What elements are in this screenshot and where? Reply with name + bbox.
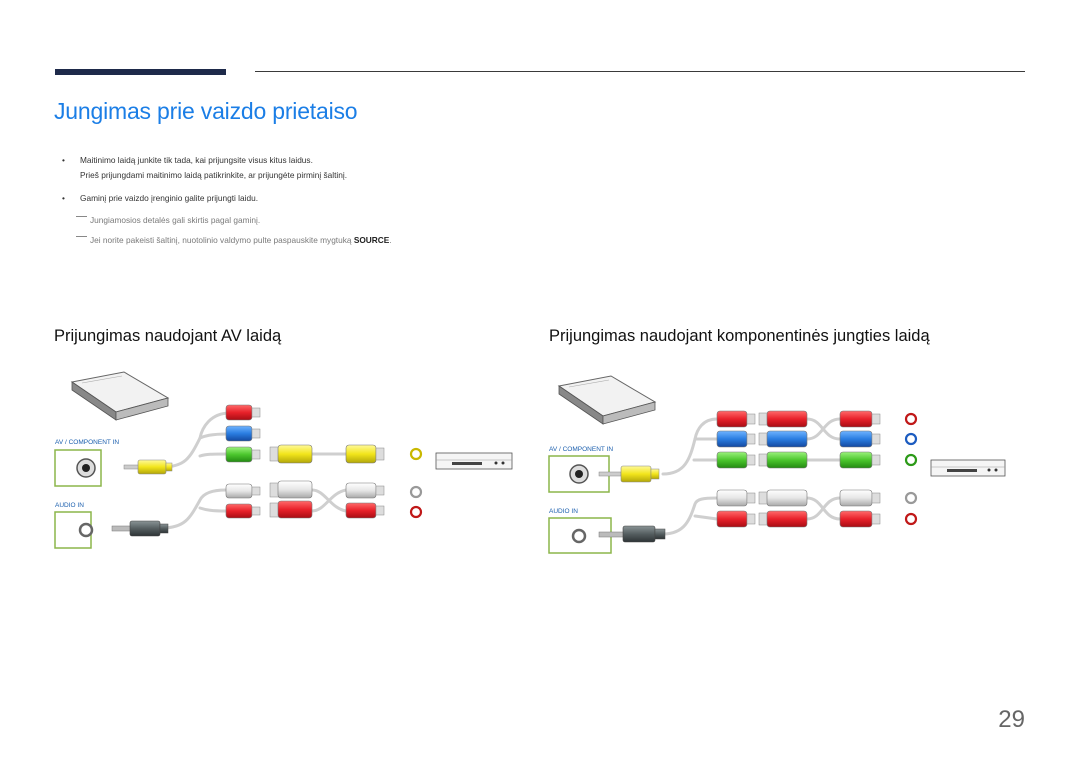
bullet-continuation: Prieš prijungdami maitinimo laidą patikr… — [80, 170, 347, 180]
plug-column-2 — [269, 444, 313, 519]
port-label-av: AV / COMPONENT IN — [549, 446, 613, 453]
header-accent-bar — [55, 69, 226, 75]
plug-column-1 — [225, 404, 261, 519]
note-text: Jei norite pakeisti šaltinį, nuotolinio … — [90, 235, 354, 245]
port-label-audio: AUDIO IN — [549, 508, 578, 515]
rca-plug-icon — [598, 465, 660, 483]
bullet-text: Maitinimo laidą junkite tik tada, kai pr… — [80, 155, 313, 165]
dvd-player-icon — [435, 452, 513, 470]
plug-column-3 — [345, 444, 385, 519]
section-heading-av: Prijungimas naudojant AV laidą — [54, 327, 282, 345]
component-connection-diagram: AV / COMPONENT IN AUDIO IN — [548, 375, 1006, 554]
bullet-item: Maitinimo laidą junkite tik tada, kai pr… — [62, 153, 347, 168]
bullet-list: Maitinimo laidą junkite tik tada, kai pr… — [62, 153, 347, 206]
monitor-box-icon — [70, 371, 170, 421]
note-item: Jei norite pakeisti šaltinį, nuotolinio … — [76, 230, 392, 250]
dvd-player-icon — [930, 459, 1006, 477]
plug-column-2 — [758, 410, 808, 528]
av-connection-diagram: AV / COMPONENT IN AUDIO IN — [54, 371, 513, 549]
port-label-audio: AUDIO IN — [55, 502, 84, 509]
note-punct: . — [389, 235, 392, 245]
port-label-av: AV / COMPONENT IN — [55, 439, 119, 446]
page-title: Jungimas prie vaizdo prietaiso — [54, 98, 358, 124]
section-heading-component: Prijungimas naudojant komponentinės jung… — [549, 327, 930, 345]
note-keyword: SOURCE — [353, 235, 390, 245]
rca-plug-icon — [123, 459, 173, 475]
bullet-item: Gaminį prie vaizdo įrenginio galite prij… — [62, 191, 347, 206]
note-item: Jungiamosios detalės gali skirtis pagal … — [76, 210, 392, 230]
page-number: 29 — [998, 706, 1025, 733]
note-list: Jungiamosios detalės gali skirtis pagal … — [76, 210, 392, 250]
plug-column-1 — [716, 410, 756, 528]
header-rule — [255, 71, 1025, 72]
plug-column-3 — [839, 410, 881, 528]
bullet-text: Gaminį prie vaizdo įrenginio galite prij… — [80, 193, 259, 203]
monitor-box-icon — [557, 375, 657, 425]
